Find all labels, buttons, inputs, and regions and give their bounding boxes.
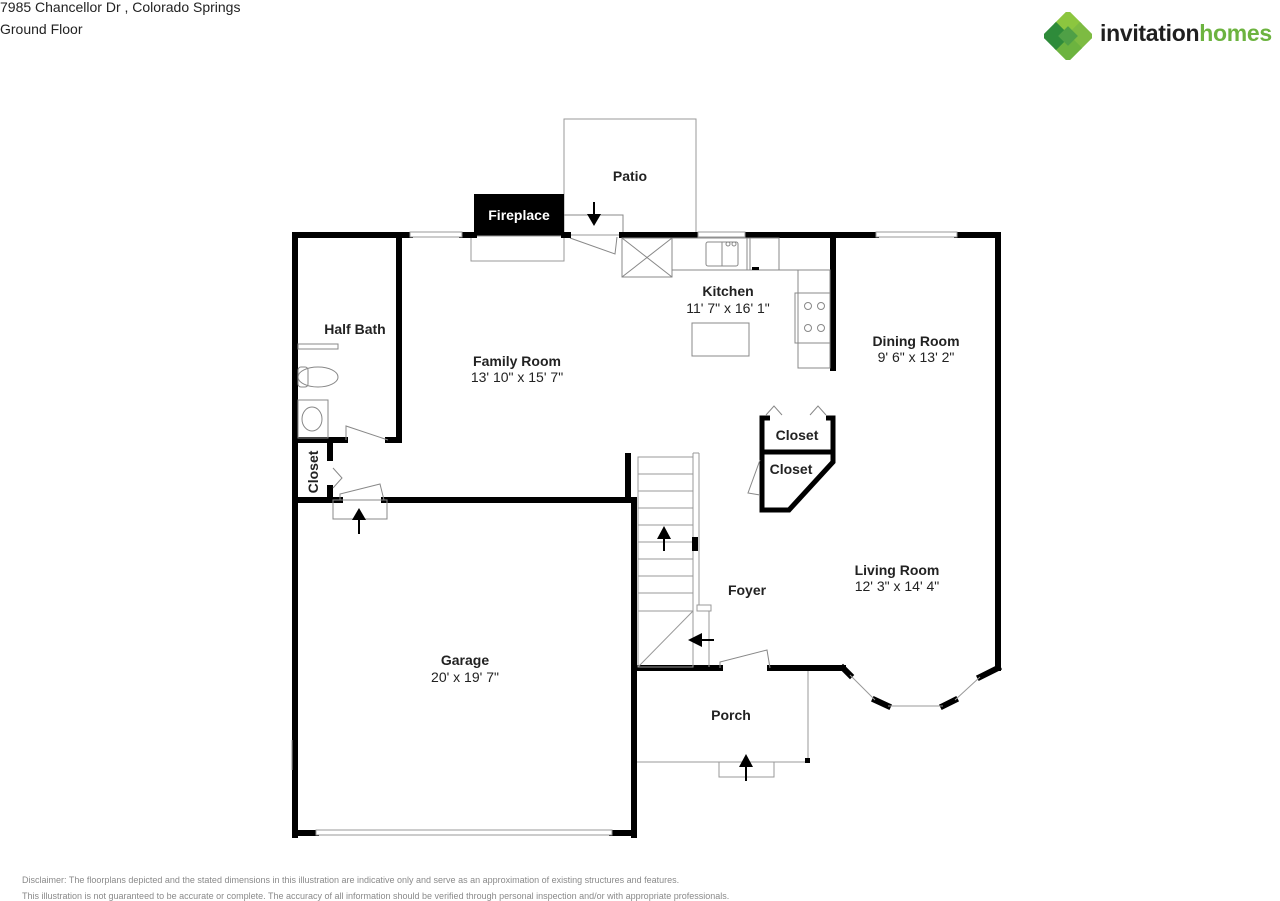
- porch-post: [805, 758, 810, 763]
- address-title: 7985 Chancellor Dr , Colorado Springs: [0, 0, 241, 15]
- entry-arrow-down-icon: [587, 202, 601, 226]
- walls: [292, 232, 1003, 838]
- floor-label: Ground Floor: [0, 21, 83, 37]
- dining-room-dims: 9' 6" x 13' 2": [878, 349, 955, 365]
- porch-label: Porch: [711, 707, 751, 723]
- stair-post: [692, 537, 698, 551]
- front-door[interactable]: [719, 649, 771, 669]
- foyer-label: Foyer: [728, 582, 767, 598]
- dining-room-label: Dining Room: [872, 333, 959, 349]
- disclaimer-line-2: This illustration is not guaranteed to b…: [22, 891, 730, 901]
- invitation-homes-logo: invitationhomes: [1041, 9, 1280, 63]
- family-room-label: Family Room: [473, 353, 561, 369]
- closet-walls: [759, 415, 836, 513]
- fridge-handle: [752, 267, 759, 270]
- stairs-left-arrow-icon: [688, 633, 714, 647]
- closet-upper-label: Closet: [776, 427, 819, 443]
- windows: [315, 231, 981, 836]
- half-bath-label: Half Bath: [324, 321, 385, 337]
- living-room-label: Living Room: [855, 562, 940, 578]
- fireplace: [470, 194, 565, 262]
- fireplace-label: Fireplace: [488, 207, 550, 223]
- disclaimer-line-1: Disclaimer: The floorplans depicted and …: [22, 875, 680, 885]
- closet-lower-label: Closet: [770, 461, 813, 477]
- garage-entry-arrow-up-icon: [352, 508, 366, 534]
- staircase[interactable]: [637, 452, 712, 668]
- living-room-dims: 12' 3" x 14' 4": [855, 578, 940, 594]
- closet-doors: [747, 405, 827, 496]
- kitchen-fixtures: [621, 237, 831, 369]
- patio-door[interactable]: [564, 214, 624, 255]
- family-room-dims: 13' 10" x 15' 7": [471, 369, 563, 385]
- kitchen-label: Kitchen: [702, 283, 753, 299]
- side-closet-label: Closet: [305, 450, 321, 493]
- stairs-up-arrow-icon: [657, 526, 671, 551]
- logo-wordmark: invitationhomes: [1100, 20, 1272, 47]
- kitchen-dims: 11' 7" x 16' 1": [686, 300, 770, 316]
- half-bath-fixtures: [297, 343, 389, 501]
- logo-word-homes: homes: [1199, 20, 1272, 46]
- logo-word-invitation: invitation: [1100, 20, 1200, 46]
- patio-label: Patio: [613, 168, 647, 184]
- porch: [637, 671, 809, 778]
- porch-entry-arrow-up-icon: [739, 754, 753, 781]
- garage-dims: 20' x 19' 7": [431, 669, 499, 685]
- garage-label: Garage: [441, 652, 489, 668]
- clover-logo-icon: [1041, 9, 1095, 63]
